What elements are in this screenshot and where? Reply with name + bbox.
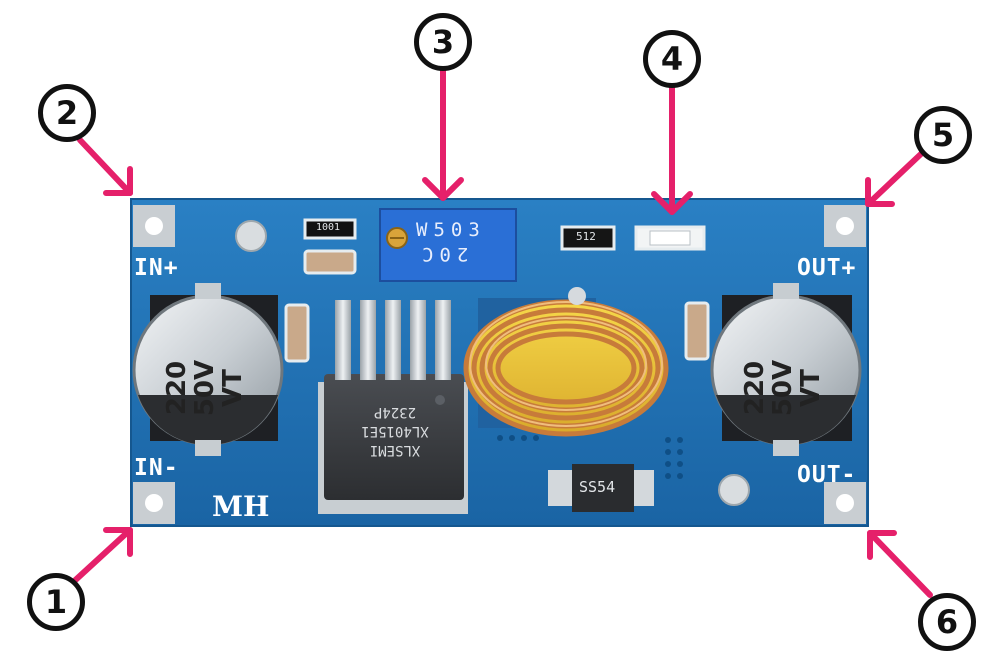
ic-regulator [318,300,468,514]
via-large-right [718,474,750,506]
pot-text: W503 20C [416,218,486,266]
label-in-plus: IN+ [134,255,179,281]
resistor-small-text: 1001 [316,222,341,233]
arrow-5 [865,150,925,207]
arrow-4 [651,83,693,215]
callout-1: 1 [27,573,85,631]
arrows [67,65,933,598]
capacitor-right [710,283,862,456]
cap-right-line3: VT [796,369,826,407]
label-out-minus: OUT- [797,462,857,488]
callout-4: 4 [643,30,701,88]
led [634,225,706,251]
arrow-3 [422,65,464,201]
pcb-edge [130,198,869,527]
callout-6: 6 [918,593,976,651]
pot-line2: 20C [416,243,469,265]
arrow-1 [67,527,133,588]
mount-pad-out-plus [824,205,866,247]
ic-text: XLSEMI XL4015E1 2324P [340,402,450,459]
mount-pad-in-minus [133,482,175,524]
via-large-left [235,220,267,252]
cap-left-line2: 50V [190,359,220,417]
arrow-2 [77,137,133,196]
label-in-minus: IN- [134,455,179,481]
diode-text: SS54 [579,478,616,496]
potentiometer [379,208,517,282]
cap-right-text: 220 50V VT [740,313,826,463]
label-out-plus: OUT+ [797,255,857,281]
resistor-top-text: 512 [576,230,596,243]
resistor-top [560,225,616,251]
smd-cap-right [684,301,710,361]
mount-pad-in-plus [133,205,175,247]
mount-pad-out-minus [824,482,866,524]
cap-right-line2: 50V [768,359,798,417]
resistor-small [303,218,357,240]
cap-left-line1: 220 [162,360,192,416]
capacitor-left [132,283,284,456]
label-brand: MH [212,490,270,523]
ic-line1: 2324P [373,404,417,420]
diode [548,464,654,512]
ic-line3: XLSEMI [369,442,421,458]
via-grid [497,435,683,479]
cap-left-line3: VT [218,369,248,407]
cap-left-text: 220 50V VT [162,313,248,463]
callout-2: 2 [38,84,96,142]
callout-5: 5 [914,106,972,164]
ic-line2: XL4015E1 [361,423,429,439]
smd-cap-top [303,249,357,275]
arrow-6 [867,530,933,598]
pot-line1: W503 [416,219,486,241]
inductor [463,287,669,437]
callout-3: 3 [414,13,472,71]
cap-right-line1: 220 [740,360,770,416]
smd-cap-left [284,303,310,363]
